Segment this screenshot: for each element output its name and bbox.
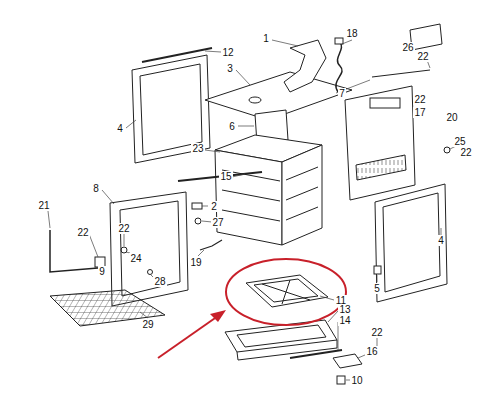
highlight-callout xyxy=(158,259,346,358)
callout-number: 16 xyxy=(365,346,378,357)
callout-number: 21 xyxy=(37,200,50,211)
callout-number: 10 xyxy=(350,375,363,386)
callout-number: 13 xyxy=(338,304,351,315)
callout-number: 4 xyxy=(437,235,445,246)
callout-number: 7 xyxy=(338,88,346,99)
oven-parts xyxy=(50,24,450,384)
callout-number: 23 xyxy=(191,143,204,154)
callout-number: 17 xyxy=(413,107,426,118)
callout-number: 26 xyxy=(401,42,414,53)
callout-number: 3 xyxy=(226,63,234,74)
callout-number: 5 xyxy=(373,283,381,294)
callout-number: 9 xyxy=(98,266,106,277)
callout-number: 1 xyxy=(262,33,270,44)
callout-number: 20 xyxy=(445,112,458,123)
callout-number: 4 xyxy=(116,123,124,134)
callout-number: 27 xyxy=(211,217,224,228)
callout-number: 29 xyxy=(141,319,154,330)
callout-number: 28 xyxy=(153,276,166,287)
callout-number: 25 xyxy=(453,136,466,147)
leader-lines xyxy=(48,40,458,380)
callout-number: 19 xyxy=(189,257,202,268)
callout-number: 2 xyxy=(210,201,218,212)
callout-number: 14 xyxy=(338,315,351,326)
callout-number: 22 xyxy=(413,94,426,105)
callout-number: 22 xyxy=(416,51,429,62)
callout-number: 8 xyxy=(92,183,100,194)
callout-number: 22 xyxy=(76,227,89,238)
callout-number: 18 xyxy=(345,28,358,39)
callout-number: 6 xyxy=(228,121,236,132)
callout-number: 22 xyxy=(117,223,130,234)
callout-number: 24 xyxy=(129,253,142,264)
callout-number: 22 xyxy=(370,327,383,338)
callout-number: 12 xyxy=(221,47,234,58)
callout-number: 22 xyxy=(459,147,472,158)
callout-number: 15 xyxy=(219,171,232,182)
